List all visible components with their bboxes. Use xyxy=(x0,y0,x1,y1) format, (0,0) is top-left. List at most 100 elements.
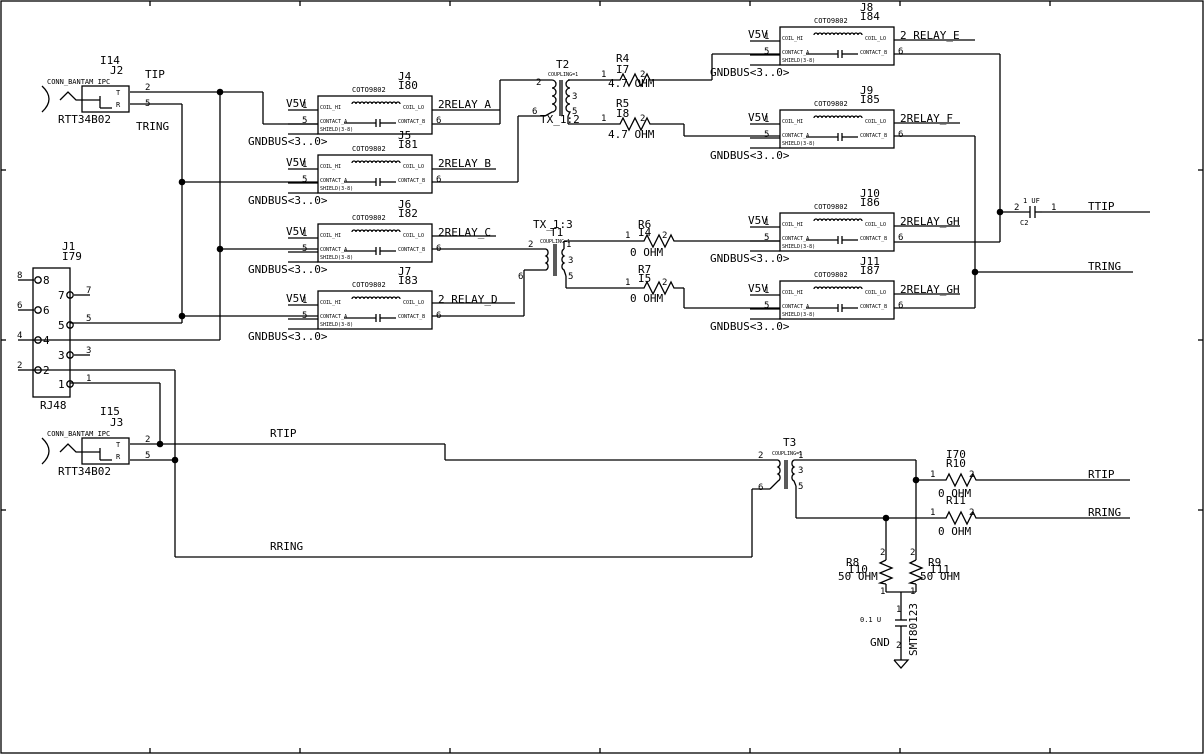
relay-ref: J7 xyxy=(398,265,411,278)
transformer-labels: T2 COUPLING=1 TX_1:2 TX_1:3 T1 COUPLING=… xyxy=(518,58,803,493)
contact-a-label: CONTACT_A xyxy=(782,304,809,310)
svg-text:6: 6 xyxy=(518,272,523,282)
r5-value: 4.7 OHM xyxy=(608,128,655,141)
relay-inst: I82 xyxy=(398,207,418,220)
svg-text:1: 1 xyxy=(930,508,935,518)
coil-lo-label: COIL_LO xyxy=(403,233,424,239)
svg-text:2: 2 xyxy=(662,278,667,288)
relay-part: COTO9802 xyxy=(352,281,386,289)
relay-gnd: GNDBUS<3..0> xyxy=(710,149,790,162)
svg-text:1: 1 xyxy=(764,32,769,42)
relay-gnd: GNDBUS<3..0> xyxy=(710,66,790,79)
relay-vsrc: V5V xyxy=(748,214,768,227)
shield-label: SHIELD(3-8) xyxy=(320,322,353,328)
svg-text:2: 2 xyxy=(640,114,645,124)
coil-hi-label: COIL_HI xyxy=(320,105,341,111)
relay-ref: J10 xyxy=(860,187,880,200)
r7-value: 0 OHM xyxy=(630,292,663,305)
coil-icon xyxy=(351,160,401,164)
contact-a-label: CONTACT_A xyxy=(782,133,809,139)
shield-label: SHIELD(3-8) xyxy=(782,244,815,250)
r11-value: 0 OHM xyxy=(938,525,971,538)
net-rtip: RTIP xyxy=(1088,468,1115,481)
relay-gnd: GNDBUS<3..0> xyxy=(710,252,790,265)
svg-text:1: 1 xyxy=(58,378,65,391)
contact-a-label: CONTACT_A xyxy=(320,178,347,184)
svg-text:6: 6 xyxy=(436,244,441,254)
svg-text:5: 5 xyxy=(764,130,769,140)
relay-gnd: GNDBUS<3..0> xyxy=(248,194,328,207)
relay-out: 2RELAY_GH xyxy=(900,215,960,228)
svg-text:5: 5 xyxy=(764,301,769,311)
t2-ref: T2 xyxy=(556,58,569,71)
jack-j2: CONN_BANTAM_IPC I14 J2 RTT34B02 T R 2 5 … xyxy=(41,54,169,133)
coil-icon xyxy=(351,296,401,300)
r10-inst: I70 xyxy=(946,448,966,461)
c2-value: 1 UF xyxy=(1023,197,1040,205)
relay-ref: J11 xyxy=(860,255,880,268)
r10-ref: R10 xyxy=(946,457,966,470)
relay-vsrc: V5V xyxy=(748,282,768,295)
net-rring: RRING xyxy=(1088,506,1121,519)
r9-ref: R9 xyxy=(928,556,941,569)
r7-inst: I5 xyxy=(638,272,651,285)
resistor-labels: R4 I7 4.7 OHM R5 I8 4.7 OHM R6 I4 0 OHM … xyxy=(601,52,974,597)
contact-a-label: CONTACT_A xyxy=(782,236,809,242)
coil-lo-label: COIL_LO xyxy=(403,300,424,306)
r8-inst: I10 xyxy=(848,563,868,576)
svg-text:1: 1 xyxy=(880,587,885,597)
r4-value: 4.7 OHM xyxy=(608,77,655,90)
relay-inst: I83 xyxy=(398,274,418,287)
r11-ref: R11 xyxy=(946,494,966,507)
r9-inst: I11 xyxy=(930,563,950,576)
coil-hi-label: COIL_HI xyxy=(782,222,803,228)
svg-text:1: 1 xyxy=(625,278,630,288)
svg-text:5: 5 xyxy=(302,175,307,185)
coil-hi-label: COIL_HI xyxy=(782,119,803,125)
net-tring: TRING xyxy=(1088,260,1121,273)
coil-icon xyxy=(813,32,863,36)
relay-vsrc: V5V xyxy=(286,97,306,110)
j2-inst: I14 xyxy=(100,54,120,67)
relay-out: 2RELAY_B xyxy=(438,157,491,170)
r6-inst: I4 xyxy=(638,226,652,239)
svg-text:5: 5 xyxy=(568,272,573,282)
contact-b-label: CONTACT_B xyxy=(860,304,887,310)
jack-j3: CONN_BANTAM_IPC I15 J3 RTT34B02 T R 2 5 … xyxy=(41,405,303,553)
svg-text:5: 5 xyxy=(302,116,307,126)
j2-net-r: TRING xyxy=(136,120,169,133)
t2-tag: COUPLING=1 xyxy=(548,72,578,78)
svg-text:6: 6 xyxy=(436,311,441,321)
net-ttip: TTIP xyxy=(1088,200,1115,213)
relay-inst: I85 xyxy=(860,93,880,106)
svg-text:2: 2 xyxy=(969,508,974,518)
r4-ref: R4 xyxy=(616,52,630,65)
svg-text:6: 6 xyxy=(758,483,763,493)
relay-out: 2RELAY_GH xyxy=(900,283,960,296)
relay-vsrc: V5V xyxy=(748,28,768,41)
contact-a-label: CONTACT_A xyxy=(320,314,347,320)
svg-text:6: 6 xyxy=(436,116,441,126)
svg-text:1: 1 xyxy=(910,587,915,597)
svg-text:2: 2 xyxy=(17,361,22,371)
svg-text:4: 4 xyxy=(43,334,50,347)
svg-text:1: 1 xyxy=(601,114,606,124)
svg-text:1: 1 xyxy=(302,101,307,111)
relay-gnd: GNDBUS<3..0> xyxy=(710,320,790,333)
contact-b-label: CONTACT_B xyxy=(398,247,425,253)
j3-pin-r: R xyxy=(116,453,121,461)
svg-text:6: 6 xyxy=(17,301,22,311)
relay-inst: I86 xyxy=(860,196,880,209)
svg-text:2: 2 xyxy=(145,435,150,445)
coil-icon xyxy=(351,229,401,233)
svg-text:2: 2 xyxy=(43,364,50,377)
j3-inst: I15 xyxy=(100,405,120,418)
shield-label: SHIELD(3-8) xyxy=(782,141,815,147)
contact-a-label: CONTACT_A xyxy=(782,50,809,56)
